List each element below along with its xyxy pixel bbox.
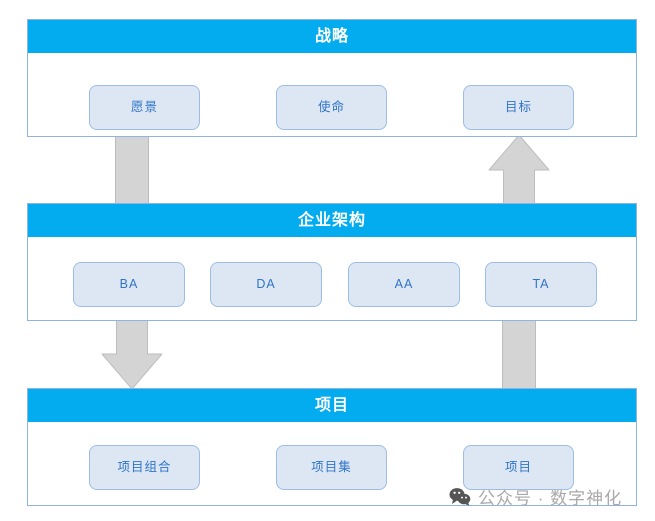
- panel-strategy: 战略 愿景 使命 目标: [27, 19, 637, 137]
- chip-vision-label: 愿景: [130, 100, 158, 115]
- panel-strategy-body: 愿景 使命 目标: [28, 53, 636, 136]
- chip-program-label: 项目集: [311, 460, 352, 475]
- chip-goal[interactable]: 目标: [463, 85, 574, 130]
- chip-da[interactable]: DA: [210, 262, 322, 307]
- chip-ta-label: TA: [532, 277, 550, 292]
- panel-enterprise-architecture-title: 企业架构: [28, 204, 636, 237]
- panel-project: 项目 项目组合 项目集 项目: [27, 388, 637, 506]
- panel-strategy-title: 战略: [28, 20, 636, 53]
- connector-architecture-to-strategy: [488, 134, 550, 206]
- chip-single-project-label: 项目: [504, 460, 532, 475]
- chip-portfolio[interactable]: 项目组合: [89, 445, 200, 490]
- connector-strategy-to-architecture: [115, 133, 149, 205]
- panel-enterprise-architecture: 企业架构 BA DA AA TA: [27, 203, 637, 321]
- chip-aa-label: AA: [394, 277, 414, 292]
- connector-project-to-architecture: [502, 318, 536, 390]
- chip-ba-label: BA: [119, 277, 139, 292]
- chip-single-project[interactable]: 项目: [463, 445, 574, 490]
- chip-mission[interactable]: 使命: [276, 85, 387, 130]
- panel-enterprise-architecture-body: BA DA AA TA: [28, 237, 636, 320]
- connector-architecture-to-project: [101, 318, 163, 390]
- chip-ta[interactable]: TA: [485, 262, 597, 307]
- chip-vision[interactable]: 愿景: [89, 85, 200, 130]
- chip-portfolio-label: 项目组合: [117, 460, 172, 475]
- chip-ba[interactable]: BA: [73, 262, 185, 307]
- panel-project-title: 项目: [28, 389, 636, 422]
- chip-goal-label: 目标: [504, 100, 532, 115]
- chip-da-label: DA: [256, 277, 276, 292]
- panel-project-body: 项目组合 项目集 项目: [28, 422, 636, 505]
- chip-aa[interactable]: AA: [348, 262, 460, 307]
- chip-program[interactable]: 项目集: [276, 445, 387, 490]
- chip-mission-label: 使命: [317, 100, 345, 115]
